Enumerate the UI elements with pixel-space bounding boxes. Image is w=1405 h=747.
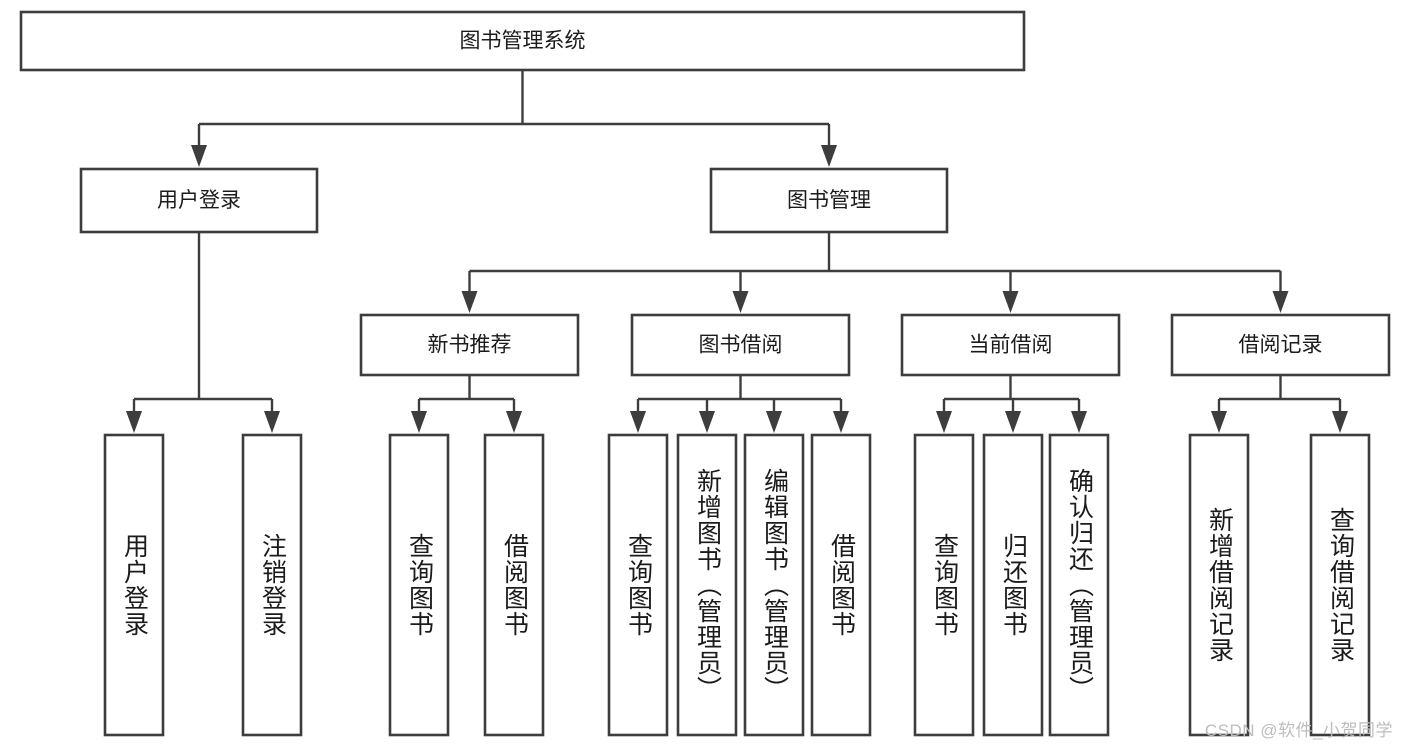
- arrowhead-borrow-record-1: [1332, 411, 1348, 433]
- arrowhead-book-manage-3: [1272, 291, 1289, 313]
- node-box-leaf-user-logout[interactable]: [241, 433, 303, 737]
- node-box-root[interactable]: [19, 10, 1026, 72]
- node-label-borrow-record: 借阅记录: [1239, 334, 1323, 357]
- node-label-leaf-edit-book: 编辑图书（管理员）: [760, 468, 789, 702]
- node-box-book-manage[interactable]: [709, 167, 949, 234]
- node-box-leaf-borrow-book-2[interactable]: [810, 433, 872, 737]
- watermark-text: CSDN @软件_小贺同学: [1204, 721, 1393, 740]
- node-box-leaf-query-record[interactable]: [1309, 433, 1371, 737]
- node-label-current-borrow: 当前借阅: [969, 334, 1053, 357]
- edges-group: [126, 70, 1348, 433]
- node-box-user-login[interactable]: [79, 167, 319, 234]
- node-box-leaf-query-book-3[interactable]: [913, 433, 975, 737]
- arrowhead-root-1: [821, 145, 837, 167]
- arrowhead-user-login-0: [126, 411, 142, 433]
- node-label-leaf-query-book-1: 查询图书: [405, 533, 434, 637]
- arrowhead-book-manage-2: [1002, 291, 1019, 313]
- node-box-leaf-confirm-return[interactable]: [1048, 433, 1110, 737]
- node-label-leaf-user-logout: 注销登录: [258, 533, 287, 637]
- node-box-leaf-query-book-1[interactable]: [388, 433, 450, 737]
- node-label-book-borrow: 图书借阅: [699, 334, 783, 357]
- arrowhead-book-borrow-3: [833, 411, 849, 433]
- node-box-leaf-add-record[interactable]: [1188, 433, 1250, 737]
- arrowhead-book-manage-0: [461, 291, 478, 313]
- arrowhead-current-borrow-0: [936, 411, 952, 433]
- arrowhead-root-0: [191, 145, 207, 167]
- node-label-leaf-borrow-book-2: 借阅图书: [827, 533, 856, 637]
- arrowhead-book-borrow-0: [630, 411, 646, 433]
- node-box-leaf-user-login[interactable]: [103, 433, 165, 737]
- node-label-user-login: 用户登录: [157, 189, 241, 212]
- node-box-new-book-recommend[interactable]: [359, 313, 580, 377]
- node-label-leaf-query-book-3: 查询图书: [930, 533, 959, 637]
- arrowhead-book-manage-1: [732, 291, 749, 313]
- node-label-leaf-return-book: 归还图书: [999, 533, 1028, 637]
- node-box-leaf-query-book-2[interactable]: [607, 433, 669, 737]
- arrowhead-book-borrow-1: [699, 411, 715, 433]
- node-label-leaf-user-login: 用户登录: [120, 533, 149, 637]
- node-label-leaf-query-record: 查询借阅记录: [1326, 507, 1355, 663]
- boxes-group: [19, 10, 1391, 737]
- node-label-leaf-query-book-2: 查询图书: [624, 533, 653, 637]
- node-label-leaf-confirm-return: 确认归还（管理员）: [1065, 468, 1094, 702]
- arrowhead-book-borrow-2: [766, 411, 782, 433]
- arrowhead-new-book-1: [506, 411, 522, 433]
- node-box-borrow-record[interactable]: [1170, 313, 1391, 377]
- node-box-leaf-add-book[interactable]: [676, 433, 738, 737]
- node-box-book-borrow[interactable]: [630, 313, 851, 377]
- node-label-book-manage: 图书管理: [787, 189, 871, 212]
- arrowhead-new-book-0: [411, 411, 427, 433]
- arrowhead-current-borrow-2: [1071, 411, 1087, 433]
- arrowhead-current-borrow-1: [1005, 411, 1021, 433]
- node-box-leaf-borrow-book-1[interactable]: [483, 433, 545, 737]
- node-label-new-book-recommend: 新书推荐: [428, 334, 512, 357]
- arrowhead-user-login-1: [264, 411, 280, 433]
- node-label-root: 图书管理系统: [460, 30, 586, 53]
- node-label-leaf-add-record: 新增借阅记录: [1205, 507, 1234, 663]
- node-label-leaf-borrow-book-1: 借阅图书: [500, 533, 529, 637]
- node-box-current-borrow[interactable]: [900, 313, 1121, 377]
- node-label-leaf-add-book: 新增图书（管理员）: [693, 468, 722, 702]
- node-box-leaf-return-book[interactable]: [982, 433, 1044, 737]
- arrowhead-borrow-record-0: [1211, 411, 1227, 433]
- node-box-leaf-edit-book[interactable]: [743, 433, 805, 737]
